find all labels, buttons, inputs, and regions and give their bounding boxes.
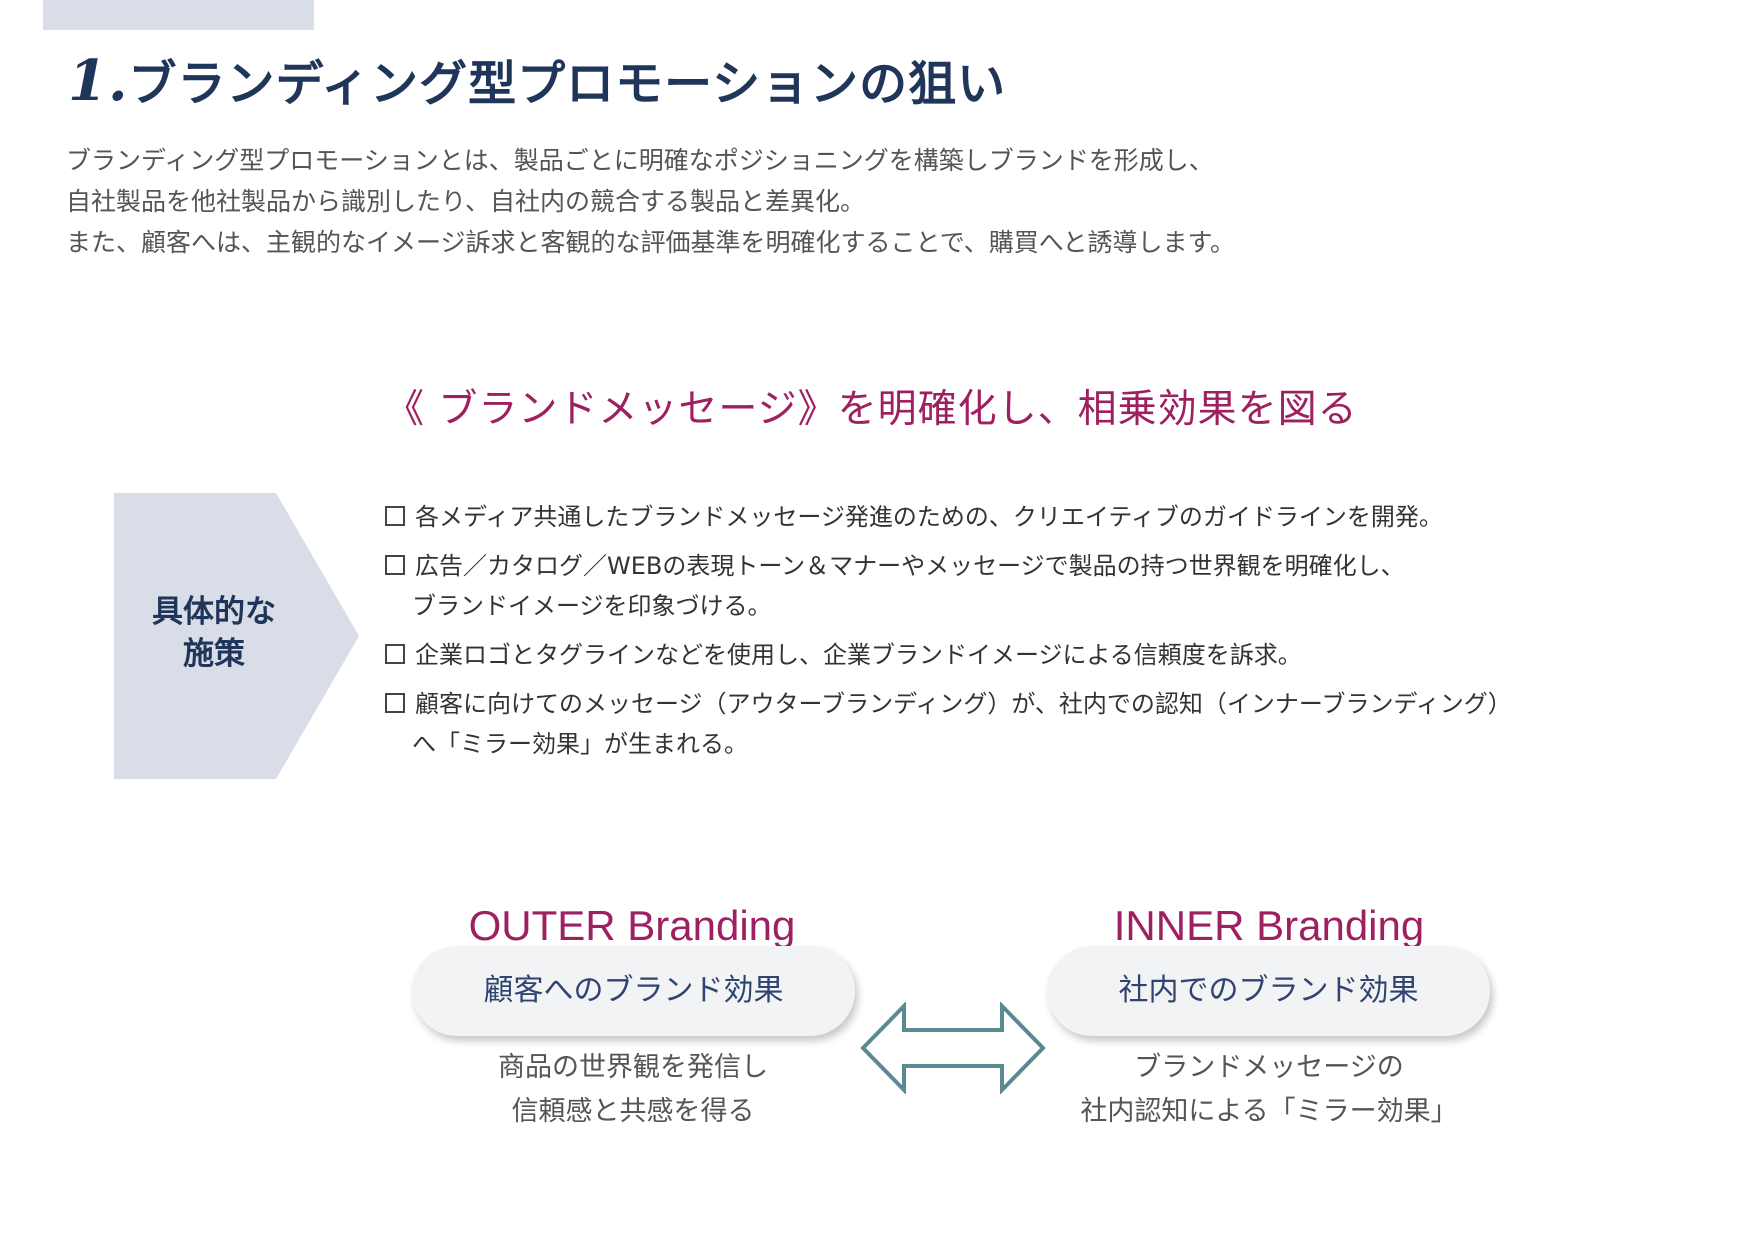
title-text: ブランディング型プロモーションの狙い: [128, 56, 1007, 112]
intro-line: 自社製品を他社製品から識別したり、自社内の競合する製品と差異化。: [66, 187, 866, 216]
page-title: 1.ブランディング型プロモーションの狙い: [68, 44, 1006, 114]
outer-description: 商品の世界観を発信し 信頼感と共感を得る: [433, 1046, 833, 1134]
measures-badge-label: 具体的な 施策: [114, 591, 314, 675]
checkbox-icon: [385, 506, 405, 526]
outer-effect-pill: 顧客へのブランド効果: [412, 946, 855, 1036]
measures-badge: 具体的な 施策: [114, 493, 359, 779]
outer-branding-heading: OUTER Branding: [468, 902, 796, 949]
measure-text: 広告／カタログ／WEBの表現トーン＆マナーやメッセージで製品の持つ世界観を明確化…: [415, 552, 1405, 580]
brand-message-headline: 《 ブランドメッセージ》を明確化し、相乗効果を図る: [385, 387, 1358, 432]
measure-text: 各メディア共通したブランドメッセージ発進のための、クリエイティブのガイドラインを…: [415, 503, 1443, 531]
measures-list: 各メディア共通したブランドメッセージ発進のための、クリエイティブのガイドラインを…: [385, 497, 1512, 773]
inner-desc-line: 社内認知による「ミラー効果」: [1080, 1096, 1458, 1127]
inner-description: ブランドメッセージの 社内認知による「ミラー効果」: [1069, 1046, 1469, 1134]
chevron-shape: [114, 493, 359, 779]
title-number: 1.: [68, 48, 129, 114]
badge-label-line: 施策: [183, 636, 245, 672]
measure-continuation: へ「ミラー効果」が生まれる。: [412, 730, 748, 758]
measure-continuation: ブランドイメージを印象づける。: [412, 592, 772, 620]
intro-line: ブランディング型プロモーションとは、製品ごとに明確なポジショニングを構築しブラン…: [66, 146, 1214, 175]
badge-label-line: 具体的な: [152, 594, 276, 630]
double-arrow-icon: [860, 1002, 1046, 1094]
checkbox-icon: [385, 644, 405, 664]
inner-branding-heading: INNER Branding: [1113, 902, 1425, 949]
checkbox-icon: [385, 693, 405, 713]
inner-effect-pill: 社内でのブランド効果: [1047, 946, 1490, 1036]
intro-paragraph: ブランディング型プロモーションとは、製品ごとに明確なポジショニングを構築しブラン…: [66, 140, 1235, 263]
measure-text: 顧客に向けてのメッセージ（アウターブランディング）が、社内での認知（インナーブラ…: [415, 690, 1512, 718]
checkbox-icon: [385, 555, 405, 575]
list-item: 広告／カタログ／WEBの表現トーン＆マナーやメッセージで製品の持つ世界観を明確化…: [385, 546, 1512, 626]
list-item: 企業ロゴとタグラインなどを使用し、企業ブランドイメージによる信頼度を訴求。: [385, 635, 1512, 675]
intro-line: また、顧客へは、主観的なイメージ訴求と客観的な評価基準を明確化することで、購買へ…: [66, 228, 1236, 257]
list-item: 各メディア共通したブランドメッセージ発進のための、クリエイティブのガイドラインを…: [385, 497, 1512, 537]
list-item: 顧客に向けてのメッセージ（アウターブランディング）が、社内での認知（インナーブラ…: [385, 684, 1512, 764]
outer-desc-line: 信頼感と共感を得る: [511, 1096, 755, 1127]
outer-desc-line: 商品の世界観を発信し: [498, 1052, 768, 1083]
inner-desc-line: ブランドメッセージの: [1134, 1052, 1404, 1083]
top-accent-bar: [43, 0, 314, 30]
measure-text: 企業ロゴとタグラインなどを使用し、企業ブランドイメージによる信頼度を訴求。: [415, 641, 1302, 669]
